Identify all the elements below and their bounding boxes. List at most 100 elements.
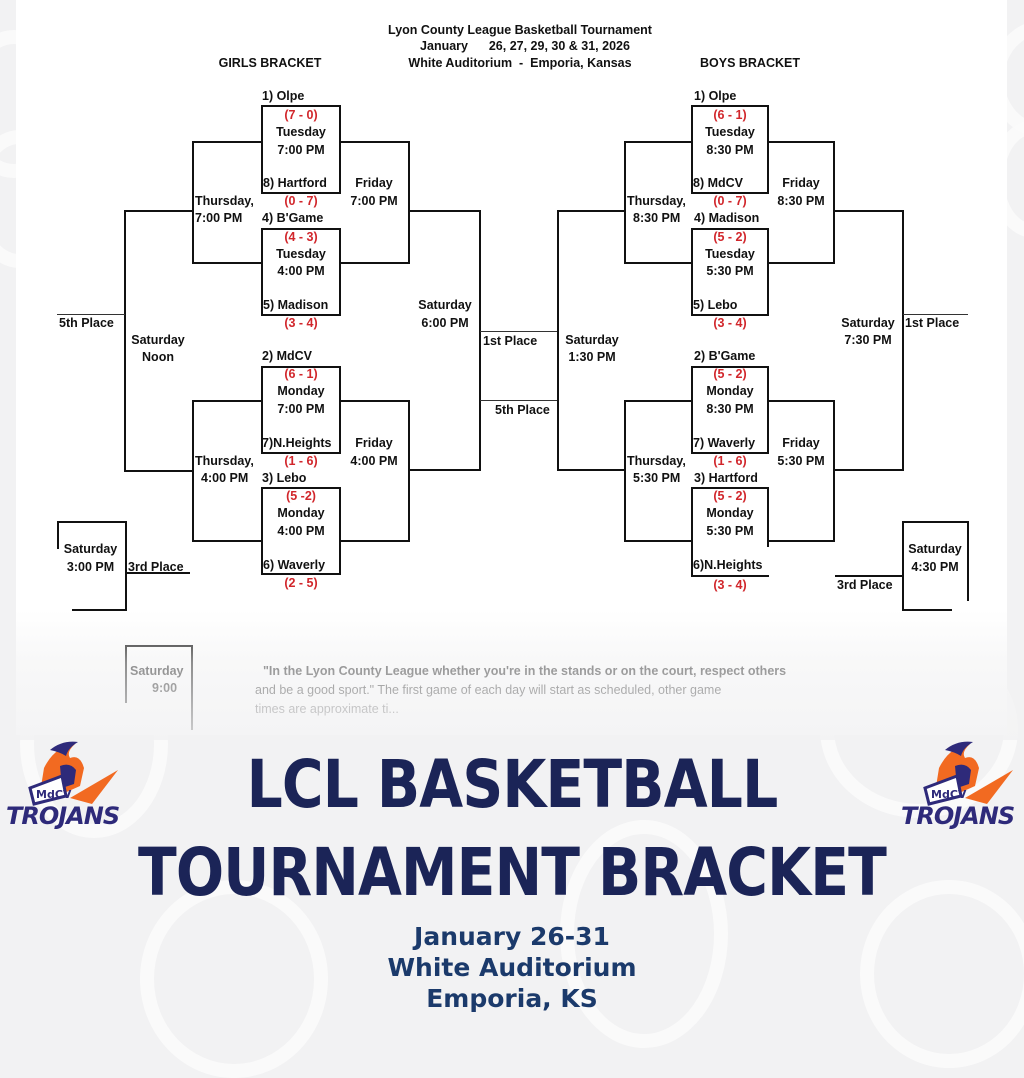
- boys-seed-3: 3) Hartford: [694, 471, 758, 485]
- bracket-line: [192, 141, 194, 264]
- boys-friday-top-time: 8:30 PM: [777, 194, 825, 208]
- bracket-line: [557, 210, 559, 471]
- boys-record: (1 - 6): [713, 454, 747, 468]
- girls-record: (3 - 4): [284, 316, 318, 330]
- girls-friday-bottom-day: Friday: [355, 436, 393, 450]
- bracket-line: [261, 452, 341, 454]
- boys-game-day: Monday: [706, 506, 754, 520]
- bracket-line: [624, 141, 692, 143]
- boys-record: (5 - 2): [713, 367, 747, 381]
- bracket-line: [340, 141, 410, 143]
- bracket-line: [768, 540, 835, 542]
- girls-record: (7 - 0): [284, 108, 318, 122]
- boys-game-time: 5:30 PM: [706, 264, 754, 278]
- bracket-line: [192, 141, 262, 143]
- boys-thursday-top-day: Thursday,: [627, 194, 686, 208]
- boys-seed-7: 7) Waverly: [693, 436, 756, 450]
- boys-game-day: Monday: [706, 384, 754, 398]
- boys-seed-8: 8) MdCV: [693, 176, 743, 190]
- bracket-line: [124, 210, 126, 472]
- bracket-line: [691, 366, 769, 368]
- bracket-line: [261, 228, 341, 230]
- bracket-line: [767, 487, 769, 547]
- banner-title-line-1: LCL BASKETBALL: [246, 746, 779, 823]
- bracket-line: [339, 228, 341, 316]
- boys-record: (5 - 2): [713, 489, 747, 503]
- girls-third-day: Saturday: [63, 542, 118, 556]
- girls-game-day: Tuesday: [276, 247, 326, 261]
- bracket-line: [340, 400, 410, 402]
- bracket-line: [261, 573, 341, 575]
- boys-thursday-bottom-day: Thursday,: [627, 454, 686, 468]
- boys-1st-place-label: 1st Place: [905, 316, 960, 330]
- girls-game-time: 4:00 PM: [277, 264, 325, 278]
- boys-game-time: 8:30 PM: [706, 402, 754, 416]
- bracket-line: [767, 228, 769, 316]
- girls-5th-place-label-center: 5th Place: [495, 403, 550, 417]
- bracket-line: [408, 210, 481, 212]
- boys-consolation-time: 1:30 PM: [568, 350, 616, 364]
- bracket-line: [691, 105, 693, 194]
- boys-third-time: 4:30 PM: [911, 560, 959, 574]
- bracket-line: [261, 366, 263, 454]
- banner-title-line-2: TOURNAMENT BRACKET: [138, 834, 887, 911]
- bracket-line: [833, 469, 904, 471]
- girls-thursday-top-day: Thursday,: [195, 194, 254, 208]
- boys-game-time: 8:30 PM: [706, 143, 754, 157]
- girls-game-time: 7:00 PM: [277, 402, 325, 416]
- girls-thursday-top-time: 7:00 PM: [195, 211, 243, 225]
- bracket-line: [261, 105, 263, 194]
- bracket-line: [192, 400, 194, 542]
- boys-third-day: Saturday: [908, 542, 962, 556]
- girls-1st-place-label: 1st Place: [483, 334, 538, 348]
- girls-thursday-bottom-time: 4:00 PM: [201, 471, 249, 485]
- girls-record: (0 - 7): [284, 194, 318, 208]
- girls-game-time: 4:00 PM: [277, 524, 325, 538]
- girls-3rd-place-label: 3rd Place: [128, 560, 184, 574]
- boys-record: (5 - 2): [713, 230, 747, 244]
- bracket-line: [624, 400, 692, 402]
- bracket-line: [691, 487, 769, 489]
- bracket-line: [125, 521, 127, 611]
- trojans-logo-left: MdCV TROJANS: [0, 738, 130, 830]
- bracket-line: [192, 540, 262, 542]
- trojans-helmet-icon: MdCV TROJANS: [901, 741, 1015, 830]
- bracket-line: [57, 521, 127, 523]
- bracket-line: [691, 192, 769, 194]
- boys-seed-2: 2) B'Game: [694, 349, 756, 363]
- girls-record: (4 - 3): [284, 230, 318, 244]
- girls-semi-time: 6:00 PM: [421, 316, 469, 330]
- svg-text:MdCV: MdCV: [36, 788, 72, 801]
- tournament-title: Lyon County League Basketball Tournament: [388, 23, 652, 37]
- bracket-line: [261, 105, 341, 107]
- girls-record: (5 -2): [286, 489, 316, 503]
- boys-record: (3 - 4): [713, 578, 747, 592]
- bracket-line: [903, 314, 968, 315]
- bracket-line: [833, 400, 835, 542]
- bracket-line: [124, 210, 193, 212]
- girls-record: (1 - 6): [284, 454, 318, 468]
- bracket-line: [833, 210, 904, 212]
- boys-seed-6: 6)N.Heights: [693, 558, 763, 572]
- bracket-line: [691, 228, 693, 316]
- bracket-line: [479, 210, 481, 471]
- girls-seed-8: 8) Hartford: [263, 176, 327, 190]
- bracket-line: [833, 141, 835, 264]
- banner-venue: White Auditorium: [387, 953, 637, 982]
- girls-game-time: 7:00 PM: [277, 143, 325, 157]
- girls-friday-top-day: Friday: [355, 176, 393, 190]
- bracket-line: [691, 487, 693, 575]
- bracket-line: [557, 469, 625, 471]
- girls-seed-4: 4) B'Game: [262, 211, 324, 225]
- bracket-line: [124, 470, 193, 472]
- bracket-line: [339, 366, 341, 454]
- bracket-line: [691, 105, 769, 107]
- bracket-line: [408, 141, 410, 264]
- bracket-line: [624, 262, 692, 264]
- boys-consolation-day: Saturday: [565, 333, 619, 347]
- boys-record: (6 - 1): [713, 108, 747, 122]
- bracket-line: [767, 105, 769, 194]
- bracket-line: [624, 540, 692, 542]
- boys-thursday-bottom-time: 5:30 PM: [633, 471, 681, 485]
- dates-month: January: [420, 39, 468, 53]
